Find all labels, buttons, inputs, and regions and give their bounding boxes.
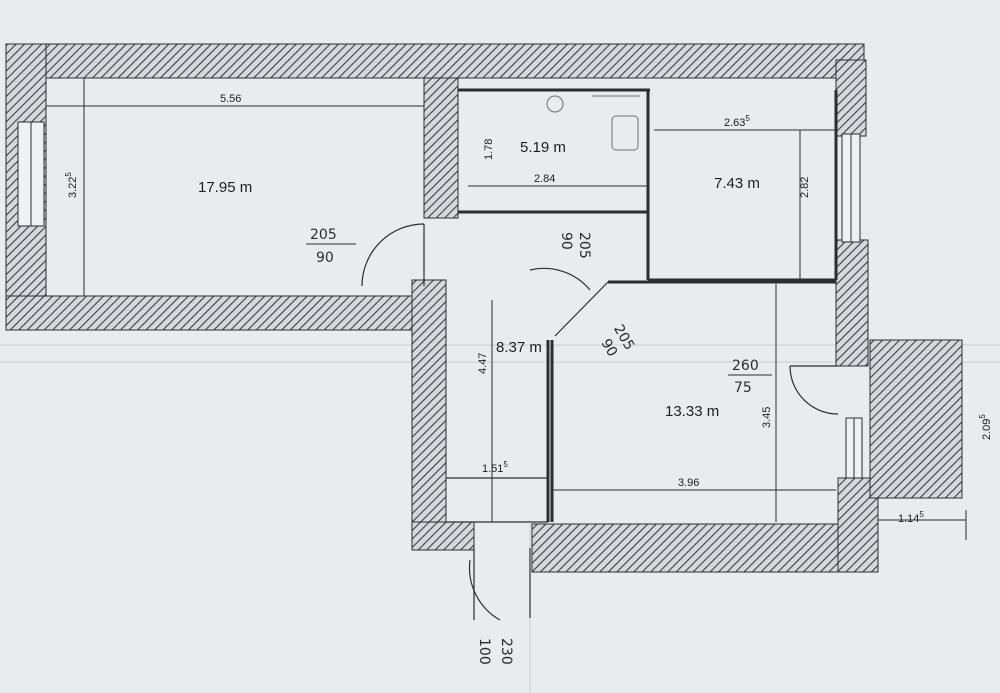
- balcony-width-sup: 5: [919, 510, 924, 519]
- hall-height: 4.47: [477, 353, 489, 374]
- partitions: [458, 88, 838, 522]
- room-area-kitchen: 13.33 m: [665, 403, 719, 420]
- bedroom-width-sup: 5: [745, 114, 750, 123]
- door-balcony-top: 260: [732, 358, 759, 374]
- balcony: [869, 339, 963, 499]
- room-area-living: 17.95 m: [198, 179, 252, 196]
- room-area-bath: 5.19 m: [520, 139, 566, 156]
- hall-width: 1.515: [482, 460, 508, 475]
- living-height: 3.225: [64, 172, 79, 198]
- door-balcony-bottom: 75: [734, 380, 752, 396]
- living-width: 5.56: [220, 93, 241, 105]
- wall-right-upper: [835, 59, 867, 137]
- windows: [17, 121, 863, 479]
- door-annotation-living: 205 90: [306, 227, 356, 266]
- door-living-top: 205: [310, 227, 337, 243]
- kitchen-height: 3.45: [761, 407, 773, 428]
- bathroom-fixtures: [546, 95, 640, 151]
- wall-hall-left: [411, 279, 447, 551]
- bedroom-width-main: 2.63: [724, 117, 745, 129]
- room-area-hall: 8.37 m: [496, 339, 542, 356]
- door-bath-top: 205: [576, 232, 592, 259]
- hall-width-main: 1.51: [482, 463, 503, 475]
- door-annotation-balcony: 260 75: [728, 358, 772, 396]
- wall-left-bottom: [5, 295, 447, 331]
- wall-bottom: [411, 521, 475, 551]
- bath-width: 2.84: [534, 173, 555, 185]
- door-swings: [361, 223, 839, 621]
- dimension-lines: [46, 78, 967, 540]
- bedroom-height: 2.82: [799, 177, 811, 198]
- kitchen-width: 3.96: [678, 477, 699, 489]
- balcony-width: 1.145: [898, 510, 924, 525]
- wall-hall-left-upper: [423, 77, 459, 219]
- living-height-sup: 5: [64, 172, 73, 177]
- wall-right-mid: [835, 239, 869, 367]
- hall-width-sup: 5: [503, 460, 508, 469]
- bath-height: 1.78: [483, 139, 495, 160]
- door-annotation-kitchen: 205 90: [597, 322, 637, 360]
- wall-bottom-right: [531, 523, 878, 573]
- wall-top: [21, 43, 865, 79]
- door-annotation-entrance: 230 100: [476, 638, 514, 665]
- living-height-main: 3.22: [67, 177, 79, 198]
- balcony-height-main: 2.09: [981, 419, 993, 440]
- door-entrance-top: 230: [498, 638, 514, 665]
- door-living-bottom: 90: [316, 250, 334, 266]
- walls: [5, 43, 879, 573]
- balcony-height: 2.095: [978, 414, 993, 440]
- door-entrance-bottom: 100: [476, 638, 492, 665]
- balcony-height-sup: 5: [978, 414, 987, 419]
- door-bath-bottom: 90: [558, 232, 574, 250]
- room-area-bedroom: 7.43 m: [714, 175, 760, 192]
- door-annotation-bath: 205 90: [558, 232, 592, 259]
- hall-lines: [446, 477, 548, 523]
- balcony-width-main: 1.14: [898, 513, 919, 525]
- bedroom-width: 2.635: [724, 114, 750, 129]
- door-kitchen-bottom: 90: [597, 336, 620, 359]
